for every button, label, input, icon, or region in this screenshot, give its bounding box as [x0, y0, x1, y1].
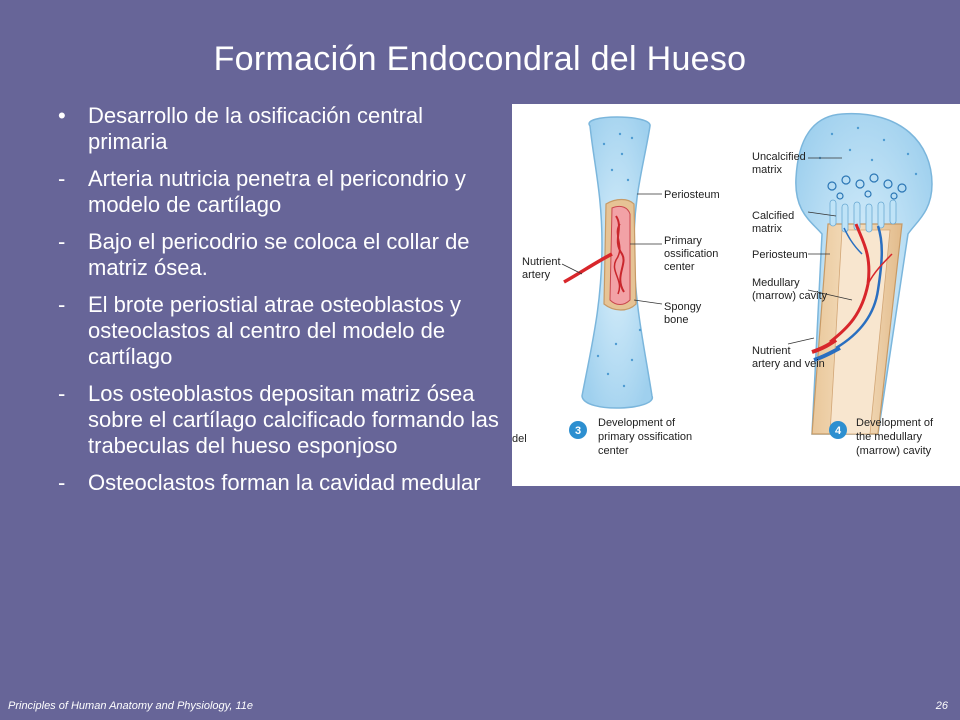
step-caption-line: (marrow) cavity — [856, 445, 932, 457]
bullet-text: Los osteoblastos depositan matriz ósea s… — [88, 381, 499, 458]
step-caption-line: center — [598, 445, 629, 457]
bullet-list: • Desarrollo de la osificación central p… — [58, 103, 508, 507]
leader-lines-left — [561, 193, 663, 305]
step-caption-line: primary ossification — [598, 431, 692, 443]
label-nutrient-av-2: artery and vein — [752, 358, 825, 370]
label-primary-ossification-2: ossification — [664, 248, 718, 260]
leader-lines-right — [787, 157, 853, 345]
dash-marker: - — [58, 292, 66, 317]
label-periosteum-left: Periosteum — [664, 189, 720, 201]
step-caption-line: Development of — [598, 417, 676, 429]
bullet-text: El brote periostial atrae osteoblastos y… — [88, 292, 461, 369]
medullary-cavity-bone — [795, 112, 933, 435]
label-spongy-1: Spongy — [664, 301, 702, 313]
label-uncalcified-1: Uncalcified — [752, 151, 806, 163]
step-3-caption: 3 Development of primary ossification ce… — [569, 417, 692, 457]
step-caption-line: the medullary — [856, 431, 923, 443]
bullet-text: Osteoclastos forman la cavidad medular — [88, 470, 481, 495]
footer-source: Principles of Human Anatomy and Physiolo… — [8, 700, 253, 712]
step-4-caption: 4 Development of the medullary (marrow) … — [829, 417, 934, 457]
label-spongy-2: bone — [664, 314, 688, 326]
list-item: - El brote periostial atrae osteoblastos… — [58, 292, 508, 370]
slide-title: Formación Endocondral del Hueso — [213, 40, 747, 78]
bullet-text: Desarrollo de la osificación central pri… — [88, 103, 424, 154]
label-edge-fragment: del — [512, 433, 527, 445]
label-calcified-1: Calcified — [752, 210, 794, 222]
bullet-text: Bajo el pericodrio se coloca el collar d… — [88, 229, 470, 280]
label-primary-ossification-3: center — [664, 261, 695, 273]
label-calcified-2: matrix — [752, 223, 782, 235]
dash-marker: - — [58, 166, 66, 191]
page-number: 26 — [935, 700, 948, 712]
list-item: - Arteria nutricia penetra el pericondri… — [58, 166, 508, 218]
dash-marker: - — [58, 229, 66, 254]
dash-marker: - — [58, 381, 66, 406]
label-periosteum-right: Periosteum — [752, 249, 808, 261]
label-uncalcified-2: matrix — [752, 164, 782, 176]
anatomy-illustration: Periosteum Primary ossification center S… — [512, 112, 934, 457]
list-item: • Desarrollo de la osificación central p… — [58, 103, 508, 155]
bullet-marker: • — [58, 103, 66, 128]
list-item: - Bajo el pericodrio se coloca el collar… — [58, 229, 508, 281]
dash-marker: - — [58, 470, 66, 495]
step-caption-line: Development of — [856, 417, 934, 429]
bone-ossification-figure: Periosteum Primary ossification center S… — [512, 104, 960, 486]
list-item: - Los osteoblastos depositan matriz ósea… — [58, 381, 508, 459]
label-medullary-2: (marrow) cavity — [752, 290, 828, 302]
label-nutrient-1: Nutrient — [522, 256, 561, 268]
step-badge: 4 — [835, 425, 842, 437]
label-primary-ossification-1: Primary — [664, 235, 702, 247]
label-nutrient-2: artery — [522, 269, 551, 281]
label-nutrient-av-1: Nutrient — [752, 345, 791, 357]
step-badge: 3 — [575, 425, 581, 437]
label-medullary-1: Medullary — [752, 277, 800, 289]
bullet-text: Arteria nutricia penetra el pericondrio … — [88, 166, 466, 217]
list-item: - Osteoclastos forman la cavidad medular — [58, 470, 508, 496]
primary-ossification-bone — [563, 116, 653, 409]
